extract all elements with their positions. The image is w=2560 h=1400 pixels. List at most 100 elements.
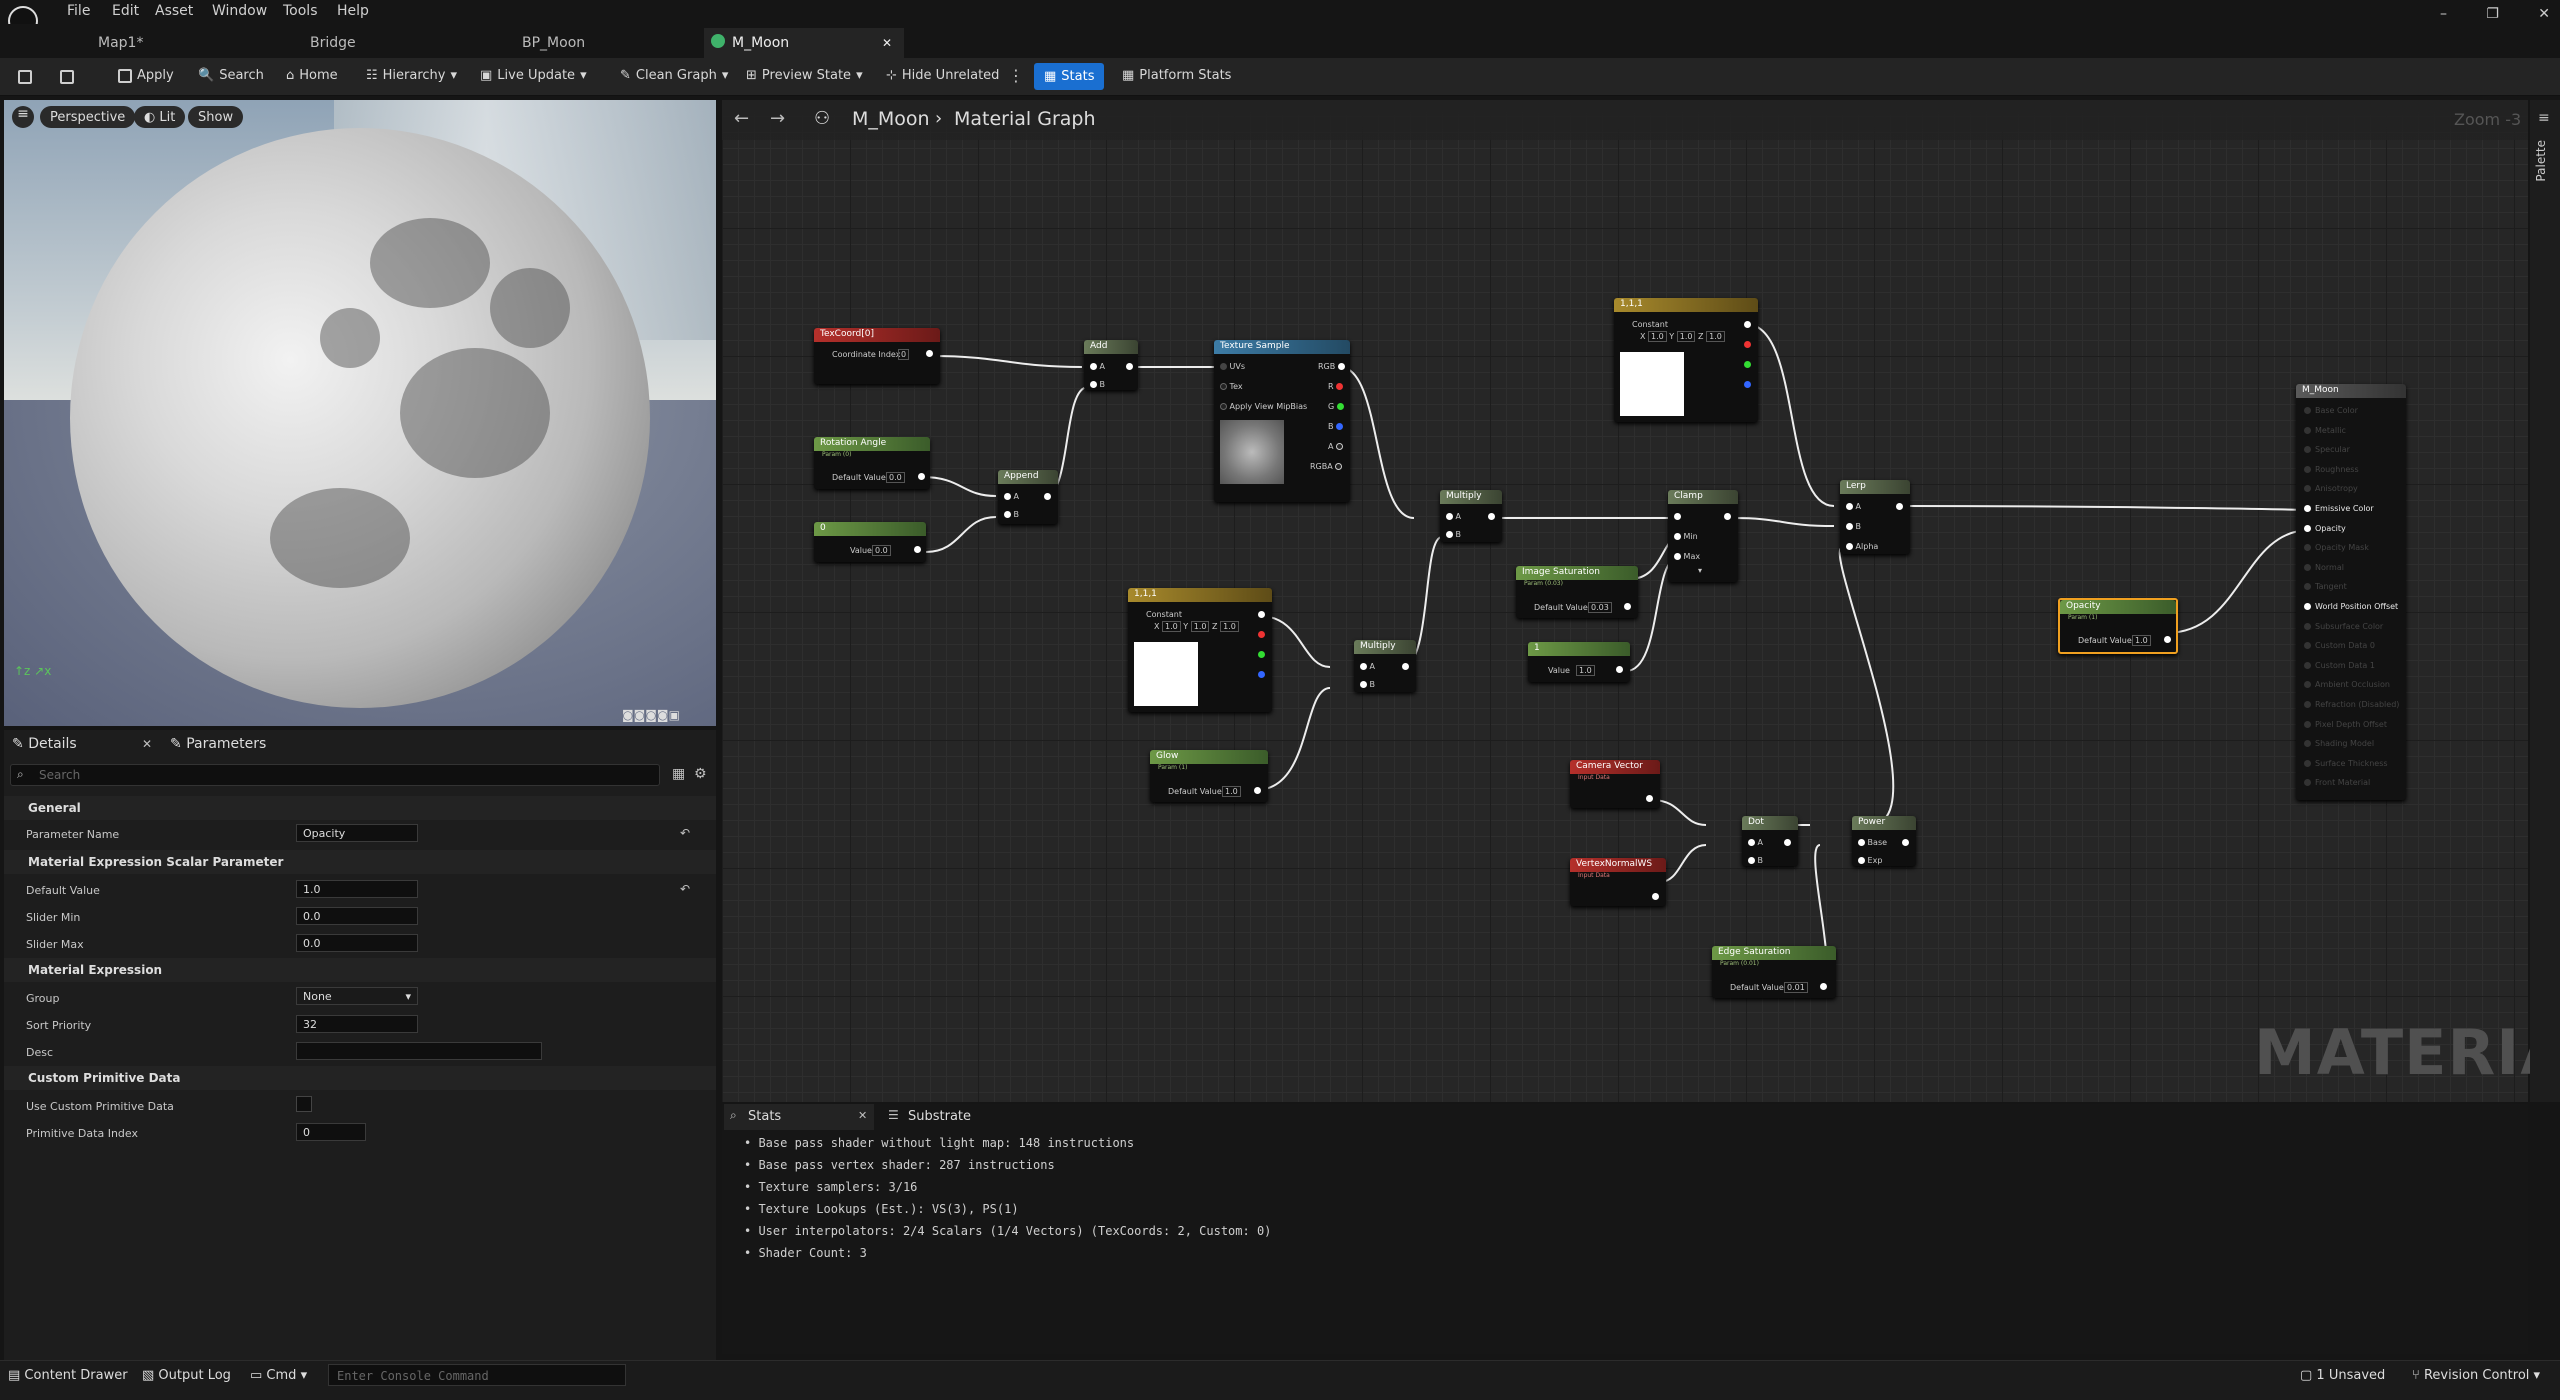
slider-min-field[interactable]: 0.0 xyxy=(296,907,418,925)
platform-stats-button[interactable]: ▦Platform Stats xyxy=(1122,68,1231,83)
pin-b[interactable]: B xyxy=(1004,510,1019,519)
pin-a[interactable]: A xyxy=(1446,512,1461,521)
save-icon[interactable] xyxy=(18,70,32,84)
output-r-pin[interactable] xyxy=(1744,340,1751,349)
stats-button[interactable]: ▦Stats xyxy=(1034,63,1105,90)
output-pin[interactable] xyxy=(2164,635,2171,644)
minimize-icon[interactable]: – xyxy=(2440,6,2447,22)
result-pin[interactable]: Normal xyxy=(2304,563,2344,572)
result-pin[interactable]: Shading Model xyxy=(2304,739,2374,748)
palette-icon[interactable]: ≡ xyxy=(2538,110,2550,126)
node-append[interactable]: Append A B xyxy=(998,470,1058,524)
output-b-pin[interactable] xyxy=(1744,380,1751,389)
result-pin[interactable]: Base Color xyxy=(2304,406,2358,415)
pin-input[interactable] xyxy=(1674,512,1681,521)
desc-field[interactable] xyxy=(296,1042,542,1060)
result-pin[interactable]: Pixel Depth Offset xyxy=(2304,720,2387,729)
pin-a[interactable]: A xyxy=(1090,362,1105,371)
tab-parameters[interactable]: ✎ Parameters xyxy=(170,736,267,752)
details-search-input[interactable]: ⌕ Search xyxy=(10,764,660,786)
chevron-down-icon[interactable]: ▾ xyxy=(1698,566,1703,575)
tab-map1[interactable]: Map1* xyxy=(70,28,230,58)
pin-alpha[interactable]: Alpha xyxy=(1846,542,1878,551)
close-window-icon[interactable]: ✕ xyxy=(2538,6,2550,22)
output-pin[interactable] xyxy=(1744,320,1751,329)
hide-unrelated-button[interactable]: ⊹Hide Unrelated xyxy=(886,68,999,83)
output-pin[interactable] xyxy=(1784,838,1791,847)
section-material-expression[interactable]: Material Expression xyxy=(4,958,716,982)
result-pin[interactable]: Custom Data 1 xyxy=(2304,661,2375,670)
output-pin[interactable] xyxy=(1902,838,1909,847)
revision-control-button[interactable]: ⑂ Revision Control ▾ xyxy=(2412,1368,2540,1383)
material-graph-canvas[interactable]: TexCoord[0] Coordinate Index 0 Rotation … xyxy=(722,100,2528,1102)
output-g-pin[interactable] xyxy=(1258,650,1265,659)
use-custom-checkbox[interactable] xyxy=(296,1096,312,1112)
cmd-dropdown[interactable]: ▭ Cmd ▾ xyxy=(250,1368,307,1383)
back-arrow-icon[interactable]: ← xyxy=(734,108,750,129)
pin-a[interactable]: A xyxy=(1846,502,1861,511)
gear-icon[interactable]: ⚙ xyxy=(694,766,707,782)
output-r-pin[interactable] xyxy=(1258,630,1265,639)
result-pin[interactable]: Surface Thickness xyxy=(2304,759,2388,768)
result-pin[interactable]: Subsurface Color xyxy=(2304,622,2383,631)
menu-window[interactable]: Window xyxy=(212,3,268,19)
search-button[interactable]: 🔍Search xyxy=(198,68,264,83)
maximize-icon[interactable]: ❐ xyxy=(2486,6,2499,22)
result-pin[interactable]: World Position Offset xyxy=(2304,602,2398,611)
output-pin[interactable] xyxy=(1254,786,1261,795)
pin-b[interactable]: B xyxy=(1090,380,1105,389)
pin-b-out[interactable]: B xyxy=(1328,422,1344,431)
tab-stats[interactable]: ⌕ Stats ✕ xyxy=(724,1104,874,1130)
output-pin[interactable] xyxy=(1044,492,1051,501)
output-pin[interactable] xyxy=(1258,610,1265,619)
node-constant3-b[interactable]: 1,1,1 Constant X 1.0 Y 1.0 Z 1.0 xyxy=(1128,588,1272,712)
content-drawer-button[interactable]: ▤ Content Drawer xyxy=(8,1368,128,1383)
menu-edit[interactable]: Edit xyxy=(112,3,140,19)
constant-xyz[interactable]: X 1.0 Y 1.0 Z 1.0 xyxy=(1154,621,1239,632)
live-update-button[interactable]: ▣Live Update▾ xyxy=(480,68,587,83)
node-opacity[interactable]: Opacity Param (1) Default Value 1.0 xyxy=(2058,598,2178,654)
section-custom-primitive-data[interactable]: Custom Primitive Data xyxy=(4,1066,716,1090)
pin-a[interactable]: A xyxy=(1004,492,1019,501)
output-pin[interactable] xyxy=(926,349,933,358)
menu-help[interactable]: Help xyxy=(337,3,369,19)
section-scalar-parameter[interactable]: Material Expression Scalar Parameter xyxy=(4,850,716,874)
node-image-saturation[interactable]: Image Saturation Param (0.03) Default Va… xyxy=(1516,566,1638,618)
more-options-icon[interactable]: ⋮ xyxy=(1008,66,1024,85)
output-pin[interactable] xyxy=(1402,662,1409,671)
node-camera-vector[interactable]: Camera Vector Input Data xyxy=(1570,760,1660,808)
output-pin[interactable] xyxy=(1616,665,1623,674)
pin-max[interactable]: Max xyxy=(1674,552,1700,561)
result-pin[interactable]: Anisotropy xyxy=(2304,484,2358,493)
pin-r[interactable]: R xyxy=(1328,382,1344,391)
coordinate-index-value[interactable]: 0 xyxy=(898,349,910,360)
output-pin[interactable] xyxy=(1652,892,1659,901)
pin-rgba[interactable]: RGBA xyxy=(1310,462,1343,471)
pin-rgb[interactable]: RGB xyxy=(1318,362,1345,371)
parameter-name-field[interactable]: Opacity xyxy=(296,824,418,842)
output-log-button[interactable]: ▧ Output Log xyxy=(142,1368,231,1383)
node-power[interactable]: Power Base Exp xyxy=(1852,816,1916,866)
breadcrumb-asset[interactable]: M_Moon xyxy=(852,108,930,130)
node-texcoord[interactable]: TexCoord[0] Coordinate Index 0 xyxy=(814,328,940,384)
apply-button[interactable]: Apply xyxy=(118,68,174,83)
table-view-icon[interactable]: ▦ xyxy=(672,766,686,782)
output-pin[interactable] xyxy=(1646,794,1653,803)
constant-value[interactable]: 0.0 xyxy=(872,545,891,556)
output-pin[interactable] xyxy=(1488,512,1495,521)
node-lerp[interactable]: Lerp A B Alpha xyxy=(1840,480,1910,554)
result-pin[interactable]: Roughness xyxy=(2304,465,2359,474)
group-dropdown[interactable]: None▾ xyxy=(296,987,418,1005)
output-pin[interactable] xyxy=(1624,602,1631,611)
output-pin[interactable] xyxy=(1126,362,1133,371)
node-add[interactable]: Add A B xyxy=(1084,340,1138,390)
output-b-pin[interactable] xyxy=(1258,670,1265,679)
palette-tab[interactable]: Palette xyxy=(2534,140,2548,182)
pin-base[interactable]: Base xyxy=(1858,838,1887,847)
node-vertex-normal[interactable]: VertexNormalWS Input Data xyxy=(1570,858,1666,906)
pin-b[interactable]: B xyxy=(1360,680,1375,689)
breadcrumb-graph[interactable]: Material Graph xyxy=(954,108,1096,130)
section-general[interactable]: General xyxy=(4,796,716,820)
pin-a[interactable]: A xyxy=(1748,838,1763,847)
